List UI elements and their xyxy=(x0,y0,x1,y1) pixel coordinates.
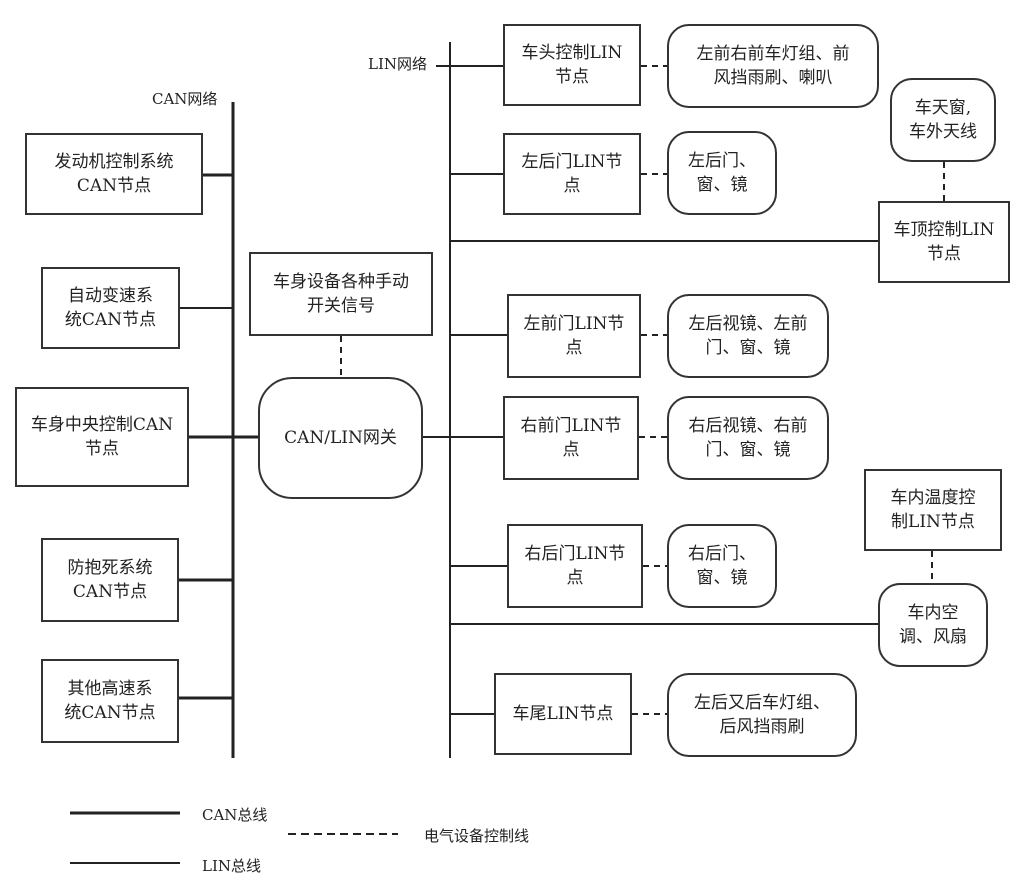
device-right-rear-door: 右后门、 窗、镜 xyxy=(667,524,777,608)
lin-node-right-front-door: 右前门LIN节 点 xyxy=(503,396,639,480)
can-lin-gateway: CAN/LIN网关 xyxy=(258,377,423,499)
lin-node-rear: 车尾LIN节点 xyxy=(494,673,632,755)
device-right-front-door: 右后视镜、右前 门、窗、镜 xyxy=(667,396,829,480)
device-front-lights: 左前右前车灯组、前 风挡雨刷、喇叭 xyxy=(667,24,879,108)
lin-node-left-rear-door: 左后门LIN节 点 xyxy=(503,133,641,215)
can-node-transmission: 自动变速系 统CAN节点 xyxy=(41,267,180,349)
lin-node-roof: 车顶控制LIN 节点 xyxy=(878,201,1010,283)
legend-control-line: 电气设备控制线 xyxy=(424,827,530,845)
lin-node-left-front-door: 左前门LIN节 点 xyxy=(507,294,641,378)
legend-lin-bus: LIN总线 xyxy=(202,857,262,875)
device-left-front-door: 左后视镜、左前 门、窗、镜 xyxy=(667,294,829,378)
lin-node-climate: 车内温度控 制LIN节点 xyxy=(864,469,1002,551)
device-rear-lights: 左后又后车灯组、 后风挡雨刷 xyxy=(667,673,857,757)
can-node-body-control: 车身中央控制CAN 节点 xyxy=(15,387,189,487)
lin-network-label: LIN网络 xyxy=(368,55,428,73)
device-climate: 车内空 调、风扇 xyxy=(878,583,988,667)
can-node-abs: 防抱死系统 CAN节点 xyxy=(41,538,179,622)
can-node-other: 其他高速系 统CAN节点 xyxy=(41,659,179,743)
switch-signal-box: 车身设备各种手动 开关信号 xyxy=(249,252,433,336)
lin-node-right-rear-door: 右后门LIN节 点 xyxy=(507,524,643,608)
lin-node-front: 车头控制LIN 节点 xyxy=(503,24,641,106)
device-left-rear-door: 左后门、 窗、镜 xyxy=(667,131,777,215)
device-roof: 车天窗, 车外天线 xyxy=(890,78,996,162)
can-node-engine: 发动机控制系统 CAN节点 xyxy=(25,133,203,215)
legend-can-bus: CAN总线 xyxy=(202,806,268,824)
can-network-label: CAN网络 xyxy=(152,90,218,108)
